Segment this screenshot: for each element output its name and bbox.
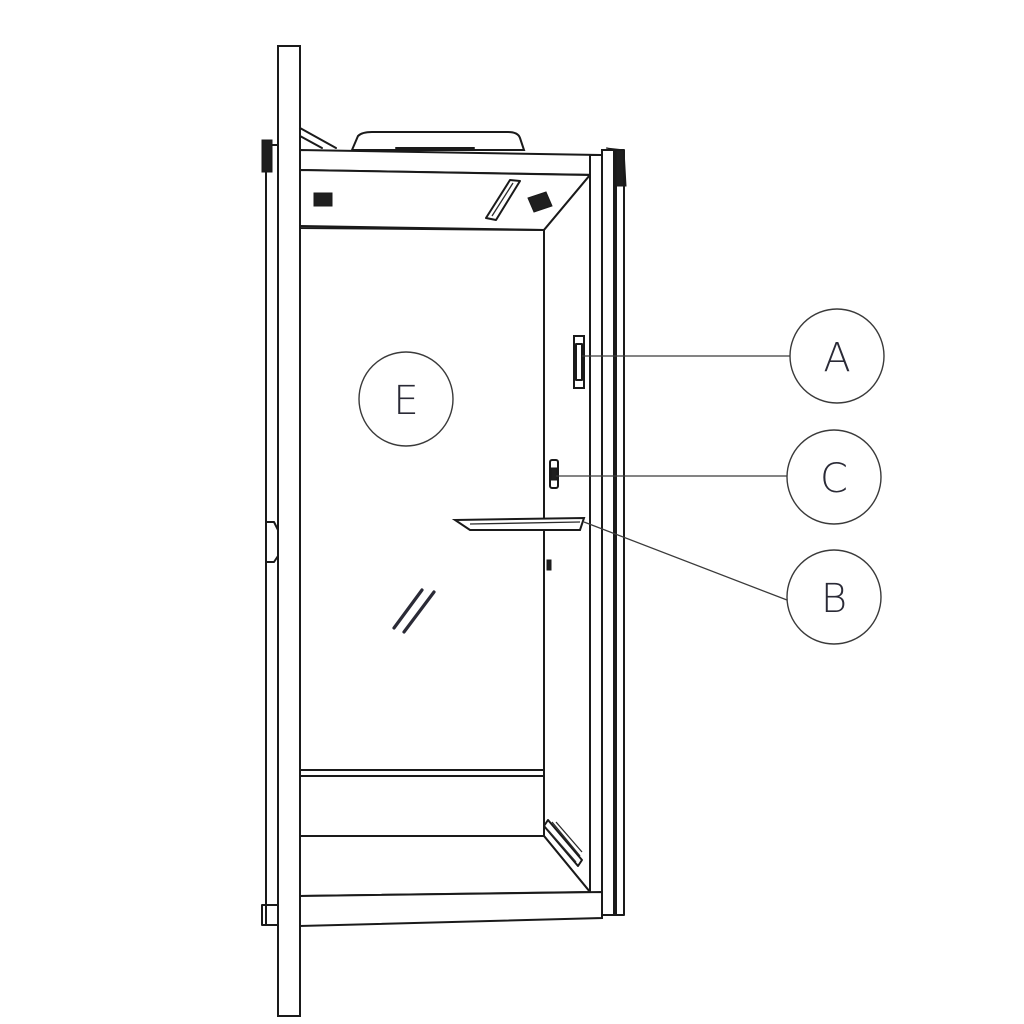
callout-e-label: E [393, 378, 418, 424]
item-a-wall-panel [573, 335, 585, 389]
callout-b-label: B [821, 576, 847, 622]
left-side-strip [265, 144, 279, 926]
leader-b [583, 521, 788, 601]
door-handle [265, 521, 279, 563]
ceiling-light [485, 179, 521, 221]
floor-step [299, 769, 545, 837]
right-wall [543, 172, 591, 895]
callout-e: E [358, 351, 454, 447]
item-b-shelf [451, 516, 586, 531]
booth-body [261, 45, 627, 1017]
leader-lines [556, 355, 790, 601]
door-panel [277, 45, 301, 1017]
floor [299, 835, 593, 898]
glass-mark-1 [392, 588, 424, 630]
callout-c-label: C [820, 456, 848, 502]
roof-fan-housing [350, 131, 526, 151]
vent-right [527, 191, 553, 213]
floor-vent [543, 819, 583, 867]
callout-b: B [786, 549, 882, 645]
top-hinge [261, 139, 273, 173]
bottom-hinge [261, 904, 279, 926]
callout-a-label: A [823, 335, 850, 381]
vent-left [313, 192, 333, 207]
right-frame-post [589, 154, 603, 909]
callout-a: A [789, 308, 885, 404]
right-door-edge [601, 149, 617, 916]
callout-b-circle [786, 549, 882, 645]
callout-e-circle [358, 351, 454, 447]
callout-c: C [786, 429, 882, 525]
callout-c-circle [786, 429, 882, 525]
base-band [299, 890, 603, 928]
glass-mark-2 [402, 590, 436, 634]
callout-a-circle [789, 308, 885, 404]
